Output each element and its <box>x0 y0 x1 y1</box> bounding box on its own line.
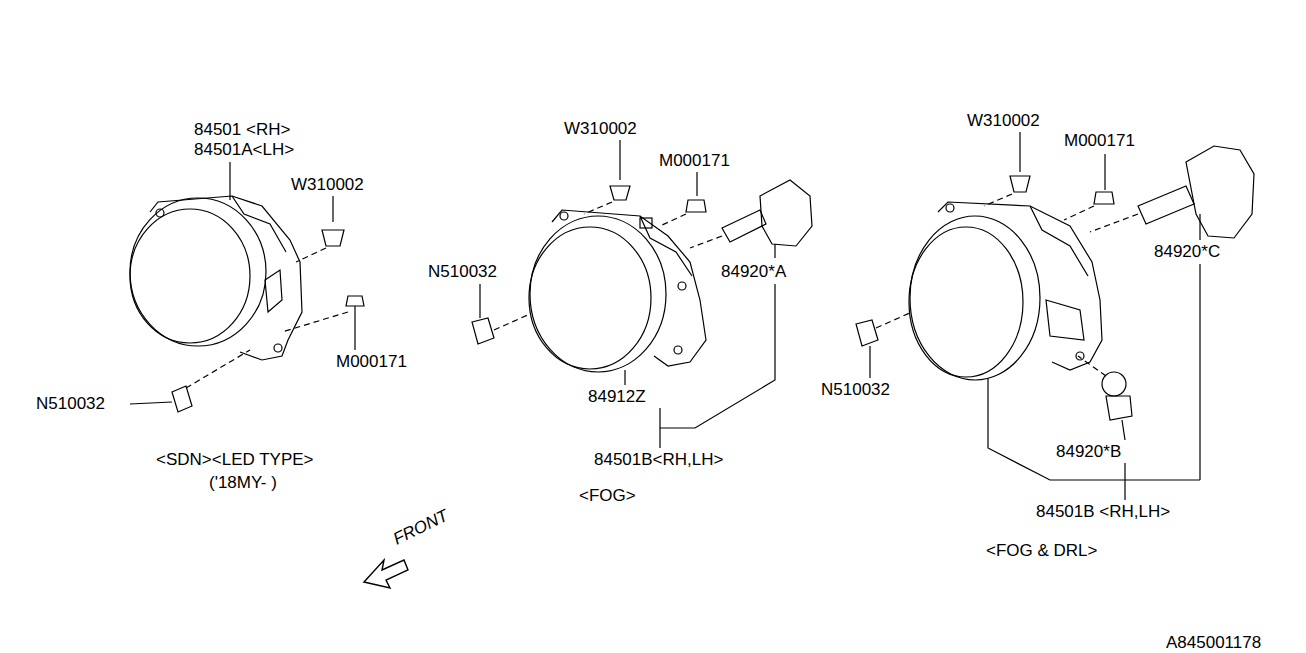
part-number: 84920*C <box>1153 242 1221 262</box>
diagram-id: A845001178 <box>1165 633 1262 653</box>
direction-label: FRONT <box>389 505 452 550</box>
part-number: M000171 <box>1063 131 1136 151</box>
part-number: 84912Z <box>587 387 647 407</box>
part-number: 84501A<LH> <box>193 140 295 160</box>
variant-note: <SDN><LED TYPE> <box>155 450 315 470</box>
part-number: M000171 <box>335 352 408 372</box>
part-number: 84501 <RH> <box>193 120 291 140</box>
part-number: 84501B<RH,LH> <box>593 450 724 470</box>
variant-note: ('18MY- ) <box>208 473 278 493</box>
part-number: M000171 <box>658 151 731 171</box>
part-number: W310002 <box>563 119 638 139</box>
variant-note: <FOG> <box>578 486 637 506</box>
part-number: 84920*B <box>1055 442 1122 462</box>
part-number: 84501B <RH,LH> <box>1035 502 1171 522</box>
part-number: W310002 <box>966 111 1041 131</box>
part-number: 84920*A <box>720 262 787 282</box>
part-number: N510032 <box>427 262 498 282</box>
part-number: N510032 <box>35 394 106 414</box>
part-number: N510032 <box>820 380 891 400</box>
variant-note: <FOG & DRL> <box>985 541 1098 561</box>
part-number: W310002 <box>290 175 365 195</box>
